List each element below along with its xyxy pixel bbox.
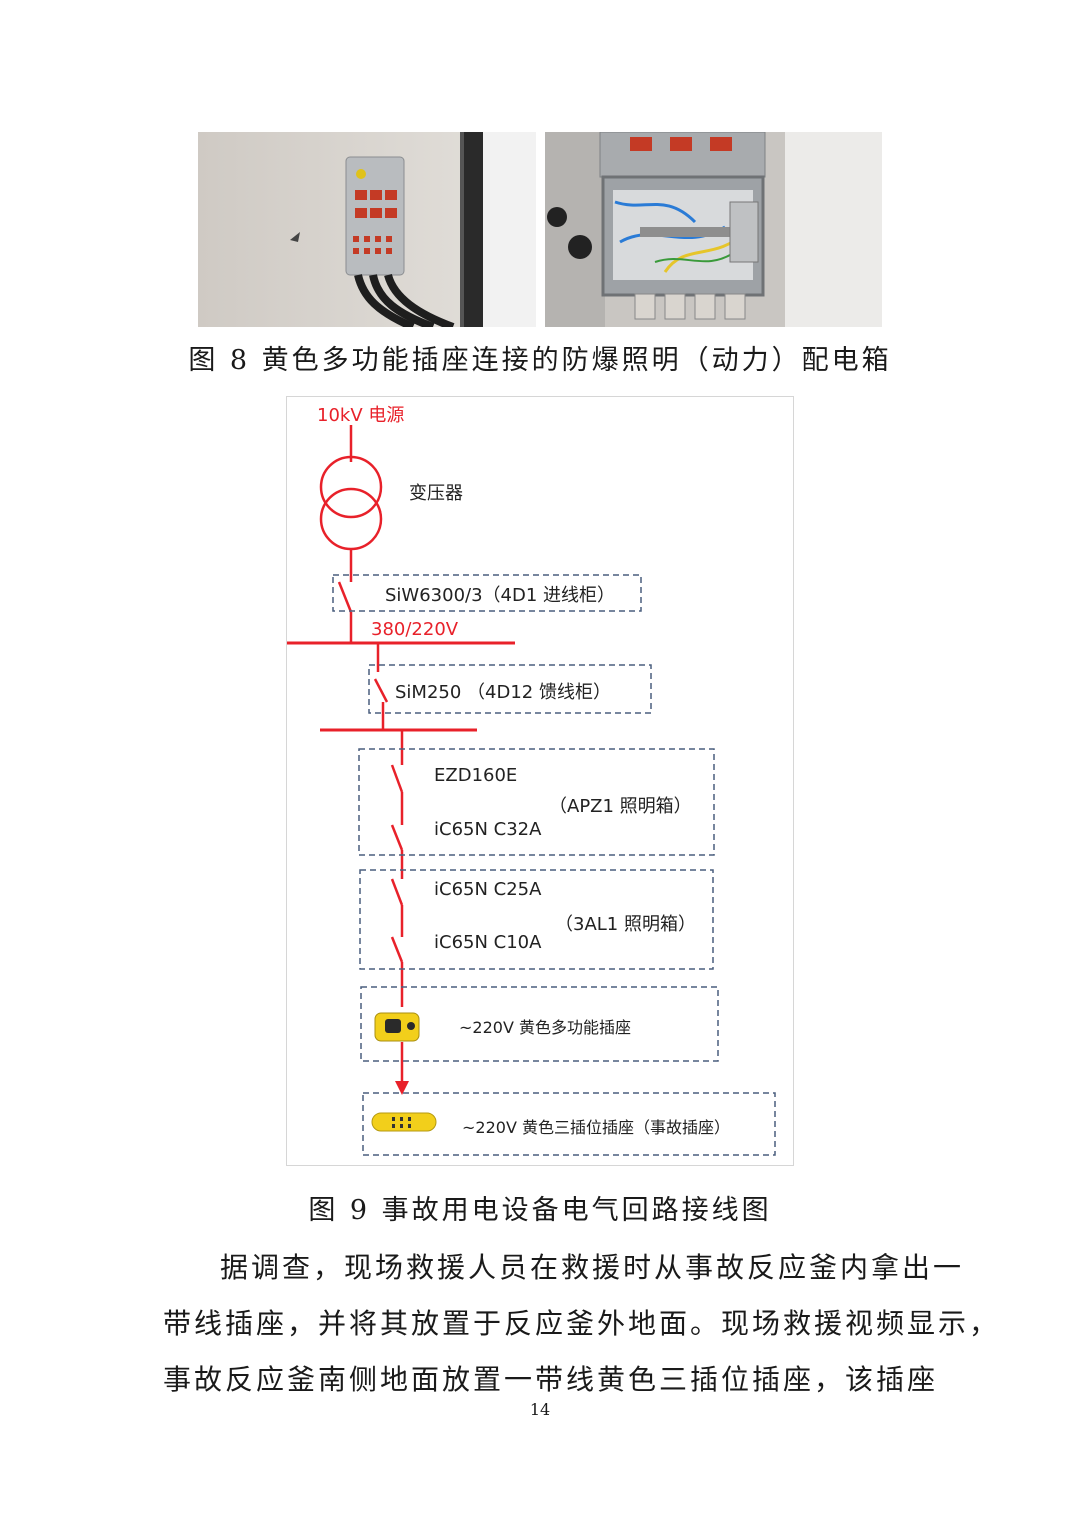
- paragraph-line-1: 据调查，现场救援人员在救援时从事故反应釜内拿出一: [220, 1251, 965, 1284]
- paragraph-line-3: 事故反应釜南侧地面放置一带线黄色三插位插座，该插座: [163, 1363, 939, 1396]
- figure-8-caption: 图 8 黄色多功能插座连接的防爆照明（动力）配电箱: [188, 345, 892, 376]
- figure-9-caption: 图 9 事故用电设备电气回路接线图: [308, 1195, 772, 1226]
- transformer-primary-coil: [319, 455, 383, 519]
- incoming-cabinet-box: [332, 574, 642, 612]
- page-number: 14: [529, 1400, 551, 1419]
- yellow-multi-socket-icon: [374, 1012, 420, 1042]
- circuit-lines: [287, 425, 776, 1156]
- bus-voltage-label: 380/220V: [371, 619, 459, 640]
- source-label: 10kV 电源: [317, 405, 405, 426]
- circuit-diagram: 10kV 电源 变压器 SiW6300/3（4D1 进线柜） 380/220V …: [286, 396, 794, 1166]
- feeder-cabinet-box: [368, 664, 652, 714]
- 3al1-breaker-2-label: iC65N C10A: [434, 932, 542, 953]
- three-socket-box: [362, 1092, 776, 1156]
- multi-socket-box: [360, 986, 719, 1062]
- 3al1-box-label: （3AL1 照明箱）: [555, 914, 696, 935]
- photo-explosion-proof-box-open: [545, 132, 882, 327]
- three-socket-label: ~220V 黄色三插位插座（事故插座）: [462, 1118, 730, 1137]
- paragraph-line-2: 带线插座，并将其放置于反应釜外地面。现场救援视频显示，: [163, 1307, 1001, 1340]
- 3al1-breaker-1-label: iC65N C25A: [434, 879, 542, 900]
- transformer-secondary-coil: [319, 487, 383, 551]
- 3al1-lighting-box: [359, 869, 714, 970]
- apz1-breaker-1-label: EZD160E: [434, 765, 518, 786]
- apz1-breaker-2-label: iC65N C32A: [434, 819, 542, 840]
- incoming-breaker-label: SiW6300/3（4D1 进线柜）: [385, 585, 616, 606]
- feeder-breaker-label: SiM250 （4D12 馈线柜）: [395, 682, 611, 703]
- transformer-label: 变压器: [409, 483, 463, 504]
- photo-explosion-proof-box-closed: [198, 132, 536, 327]
- yellow-three-socket-icon: [371, 1112, 437, 1132]
- multi-socket-label: ~220V 黄色多功能插座: [459, 1018, 631, 1037]
- apz1-box-label: （APZ1 照明箱）: [549, 796, 692, 817]
